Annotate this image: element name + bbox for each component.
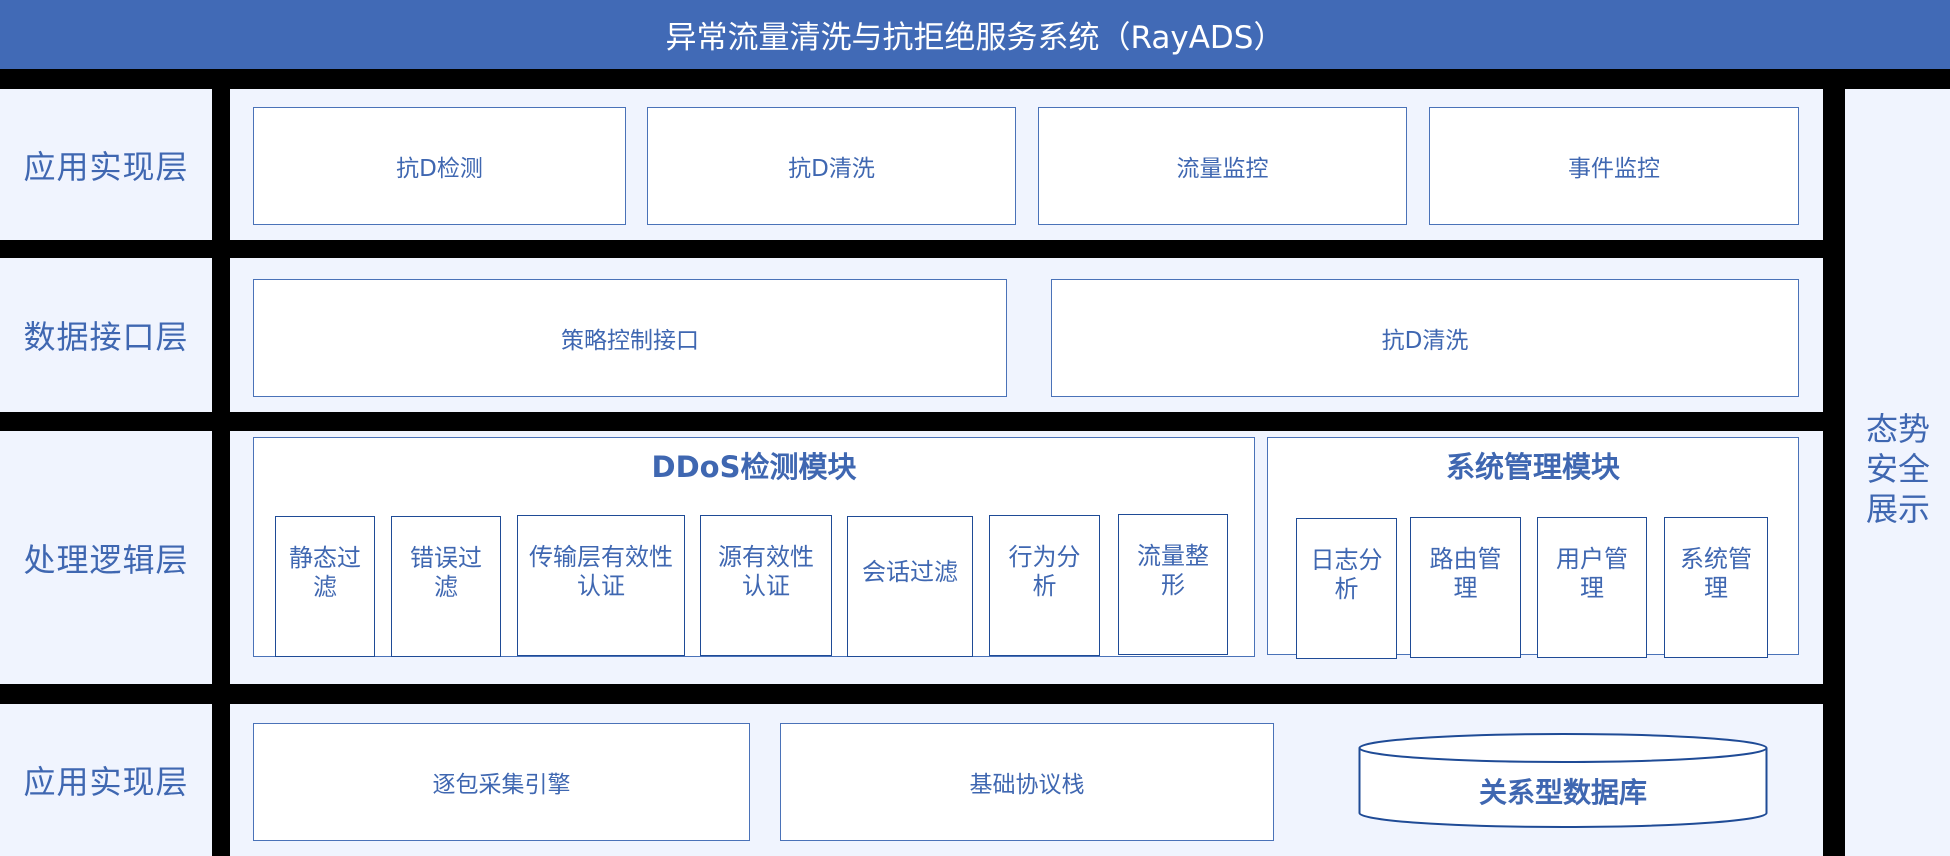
- module-system-management: 系统管理模块 日志分析 路由管理 用户管理 系统管理: [1267, 437, 1799, 659]
- item-traffic-shaping: 流量整形: [1118, 514, 1228, 655]
- component-base-protocol-stack: 基础协议栈: [780, 723, 1274, 841]
- layer-panel-data-interface: 策略控制接口 抗D清洗: [230, 258, 1823, 412]
- module-ddos-detection: DDoS检测模块 静态过滤 错误过滤 传输层有效性认证 源有效性认证 会话过滤 …: [253, 437, 1255, 657]
- item-log-analysis: 日志分析: [1296, 518, 1397, 659]
- component-traffic-monitoring: 流量监控: [1038, 107, 1407, 225]
- module-title-ddos-detection: DDoS检测模块: [651, 450, 857, 484]
- situation-awareness-label: 态势安全展示: [1865, 410, 1930, 528]
- item-source-validation: 源有效性认证: [700, 515, 832, 656]
- component-anti-d-cleaning: 抗D清洗: [647, 107, 1016, 225]
- layer-label-application: 应用实现层: [0, 89, 212, 240]
- item-system-management: 系统管理: [1664, 517, 1768, 658]
- database-label: 关系型数据库: [1478, 776, 1647, 809]
- situation-awareness-panel: 态势安全展示: [1845, 89, 1950, 856]
- item-error-filter: 错误过滤: [391, 516, 501, 657]
- database-icon: [1358, 733, 1768, 828]
- component-event-monitoring: 事件监控: [1429, 107, 1799, 225]
- layer-panel-processing-logic: DDoS检测模块 静态过滤 错误过滤 传输层有效性认证 源有效性认证 会话过滤 …: [230, 431, 1823, 684]
- item-session-filter: 会话过滤: [847, 516, 973, 657]
- layer-panel-application: 抗D检测 抗D清洗 流量监控 事件监控: [230, 89, 1823, 240]
- layer-label-application-base: 应用实现层: [0, 704, 212, 856]
- item-behavior-analysis: 行为分析: [989, 515, 1100, 656]
- component-anti-d-cleaning-interface: 抗D清洗: [1051, 279, 1799, 397]
- layer-label-processing-logic: 处理逻辑层: [0, 431, 212, 684]
- system-title-bar: 异常流量清洗与抗拒绝服务系统（RayADS）: [0, 0, 1950, 69]
- relational-database-cylinder: 关系型数据库: [1358, 733, 1768, 829]
- system-title: 异常流量清洗与抗拒绝服务系统（RayADS）: [665, 20, 1285, 56]
- item-user-management: 用户管理: [1537, 517, 1647, 658]
- module-title-system-management: 系统管理模块: [1445, 450, 1620, 484]
- component-packet-capture-engine: 逐包采集引擎: [253, 723, 750, 841]
- item-transport-layer-validation: 传输层有效性认证: [517, 515, 685, 656]
- item-static-filter: 静态过滤: [275, 516, 375, 657]
- item-route-management: 路由管理: [1410, 517, 1521, 658]
- layer-label-data-interface: 数据接口层: [0, 258, 212, 412]
- component-policy-control-interface: 策略控制接口: [253, 279, 1007, 397]
- component-anti-d-detection: 抗D检测: [253, 107, 626, 225]
